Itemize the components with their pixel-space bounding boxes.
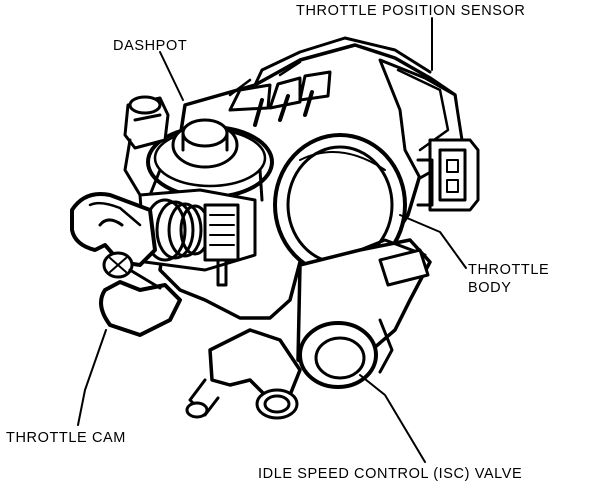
throttle-body-label-line1: THROTTLE <box>468 262 550 278</box>
throttle-cam <box>70 192 182 337</box>
dashpot-unit <box>146 118 274 202</box>
isc-valve <box>296 238 432 389</box>
coolant-elbow <box>185 328 302 420</box>
throttle-cam-label: THROTTLE CAM <box>6 430 126 446</box>
throttle-body-label-line2: BODY <box>468 280 512 296</box>
leader-lines <box>77 17 467 463</box>
throttle-position-sensor <box>378 58 480 212</box>
throttle-position-sensor-label: THROTTLE POSITION SENSOR <box>296 3 526 19</box>
vacuum-fitting <box>123 95 170 197</box>
dashpot-label: DASHPOT <box>113 38 188 54</box>
isc-valve-label: IDLE SPEED CONTROL (ISC) VALVE <box>258 466 523 482</box>
